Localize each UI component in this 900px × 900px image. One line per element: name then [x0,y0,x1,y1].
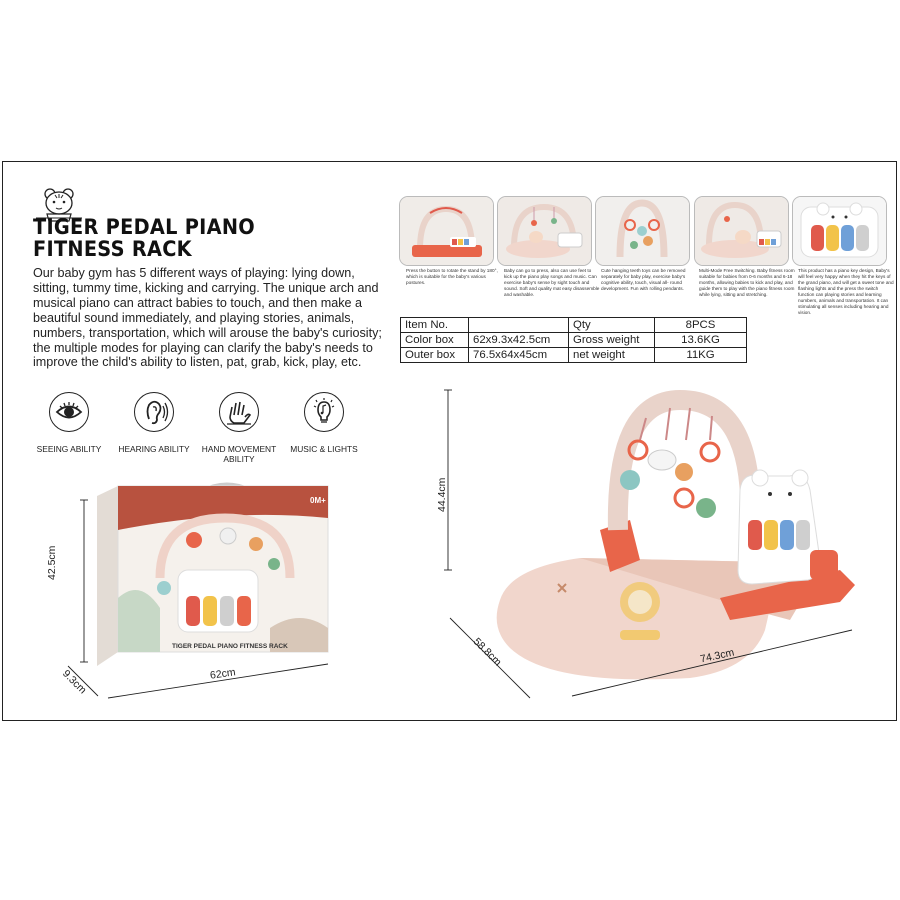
table-cell [468,317,569,333]
table-row: Color box 62x9.3x42.5cm Gross weight 13.… [400,332,747,348]
color-box-image: 0M+ TIGER PEDAL PIANO FITNESS RACK [67,482,329,699]
table-cell: 76.5x64x45cm [468,347,569,363]
ability-seeing: SEEING ABILITY [26,392,112,454]
title-line-2: FITNESS RACK [33,237,192,261]
music-bulb-icon [304,392,344,432]
tiger-logo-icon [36,188,82,222]
ability-label: HAND MOVEMENT ABILITY [201,444,277,464]
step-image-rotate [399,196,494,266]
step-image-piano-keys [792,196,887,266]
table-cell: 11KG [654,347,747,363]
step-text: Press the button to rotate the stand by … [406,268,498,285]
ear-icon [134,392,174,432]
step-image-toys [595,196,690,266]
step-image-modes [694,196,789,266]
title-line-1: TIGER PEDAL PIANO [33,215,256,239]
table-row: Outer box 76.5x64x45cm net weight 11KG [400,347,747,363]
table-cell: Qty [568,317,655,333]
ability-label: MUSIC & LIGHTS [290,444,358,454]
ability-hand: HAND MOVEMENT ABILITY [196,392,282,464]
table-cell: Color box [400,332,469,348]
table-cell: 62x9.3x42.5cm [468,332,569,348]
hand-icon [219,392,259,432]
ability-icons: SEEING ABILITY HEARING ABILITY HAND MOVE… [34,392,374,472]
table-cell: Outer box [400,347,469,363]
step-text: Cute hanging teeth toys can be removed s… [601,268,686,291]
ability-hearing: HEARING ABILITY [111,392,197,454]
step-text: Baby can go to press, also can use feet … [504,268,600,297]
product-height-label: 44.4cm [436,477,448,512]
eye-icon [49,392,89,432]
box-height-label: 42.5cm [46,545,58,580]
ability-music: MUSIC & LIGHTS [281,392,367,454]
table-cell: net weight [568,347,655,363]
page-title: TIGER PEDAL PIANO FITNESS RACK [33,216,255,260]
table-cell: Gross weight [568,332,655,348]
age-badge: 0M+ [310,496,326,505]
step-text: This product has a piano key design, Bab… [798,268,894,315]
step-text: Multi-Mode Free Switching. Baby fitness … [699,268,795,297]
table-row: Item No. Qty 8PCS [400,317,747,333]
table-cell: Item No. [400,317,469,333]
box-product-title: TIGER PEDAL PIANO FITNESS RACK [172,643,288,650]
specs-table: Item No. Qty 8PCS Color box 62x9.3x42.5c… [400,317,747,363]
ability-label: HEARING ABILITY [118,444,190,454]
step-image-kick [497,196,592,266]
table-cell: 13.6KG [654,332,747,348]
ability-label: SEEING ABILITY [36,444,102,454]
product-description: Our baby gym has 5 different ways of pla… [33,266,382,370]
play-gym-image [444,389,855,699]
table-cell: 8PCS [654,317,747,333]
